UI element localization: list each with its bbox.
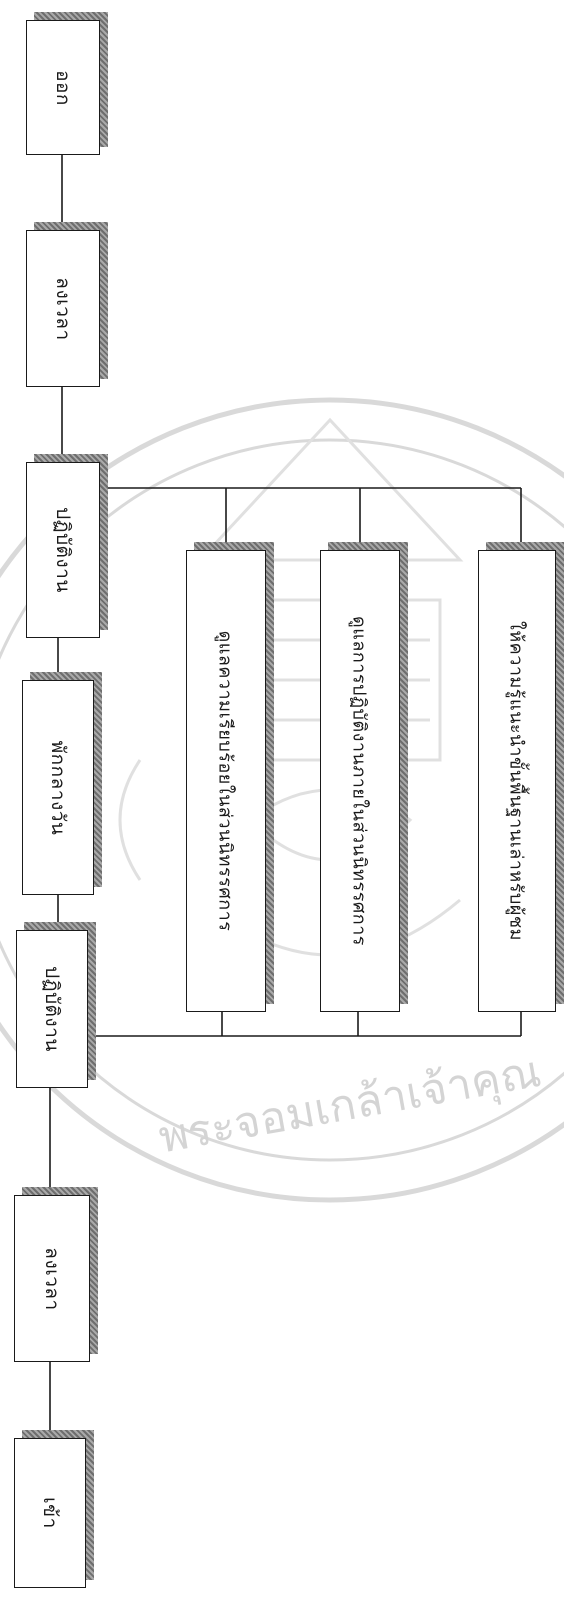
node-work-morning-label: ปฏิบัติงาน — [41, 966, 63, 1052]
node-work-morning: ปฏิบัติงาน — [16, 922, 96, 1088]
node-entry: เข้า — [14, 1430, 94, 1588]
task-node: ดูแลความเรียบร้อยในส่วนนิทรรศการ — [186, 542, 274, 1012]
task-label: ดูแลความเรียบร้อยในส่วนนิทรรศการ — [214, 630, 236, 932]
task-node: ดูแลการปฏิบัติงานภายในส่วนนิทรรศการ — [320, 542, 408, 1012]
task-label: ให้ความรู้แนะนำขั้นพื้นฐานเล่าหรับผู้ชม — [505, 621, 527, 941]
node-checkout: ลงเวลา — [26, 222, 108, 387]
node-lunch-label: พักกลางวัน — [47, 740, 69, 835]
node-work-afternoon: ปฏิบัติงาน — [26, 454, 108, 638]
node-checkin: ลงเวลา — [14, 1187, 98, 1362]
node-exit-label: ออก — [52, 69, 74, 106]
node-checkout-label: ลงเวลา — [52, 276, 74, 341]
task-label: ดูแลการปฏิบัติงานภายในส่วนนิทรรศการ — [348, 616, 370, 946]
node-lunch: พักกลางวัน — [22, 672, 102, 895]
node-exit: ออก — [26, 12, 108, 155]
node-work-afternoon-label: ปฏิบัติงาน — [52, 507, 74, 593]
node-checkin-label: ลงเวลา — [41, 1246, 63, 1311]
node-entry-label: เข้า — [39, 1497, 61, 1529]
task-node: ให้ความรู้แนะนำขั้นพื้นฐานเล่าหรับผู้ชม — [478, 542, 564, 1012]
